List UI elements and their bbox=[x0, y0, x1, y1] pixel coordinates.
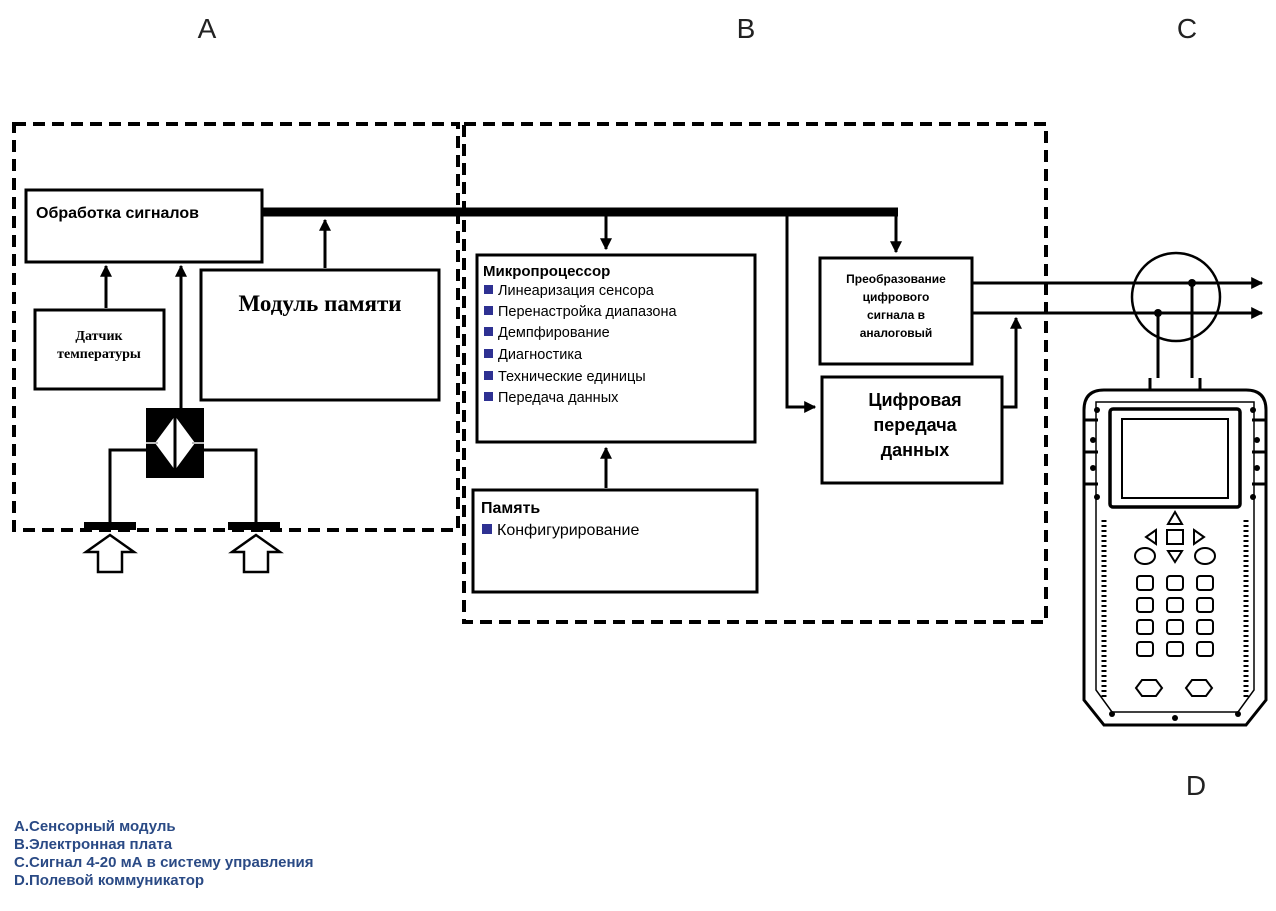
temperature-sensor-block bbox=[33, 308, 166, 391]
temperature-sensor-label-1: Датчик bbox=[75, 329, 123, 344]
signal-processing-label: Обработка сигналов bbox=[36, 205, 199, 222]
arrow-digital-comm-to-loop bbox=[1002, 316, 1022, 409]
digital-comm-label-line: данных bbox=[881, 440, 950, 460]
memory-item: Конфигурирование bbox=[497, 522, 639, 539]
capillary-right bbox=[204, 448, 258, 525]
legend-item-c: C.Сигнал 4-20 мА в систему управления bbox=[14, 854, 314, 871]
memory-module-label: Модуль памяти bbox=[238, 291, 401, 316]
legend-item-a: A.Сенсорный модуль bbox=[14, 818, 176, 835]
legend-item-b: B.Электронная плата bbox=[14, 836, 173, 853]
legend: A.Сенсорный модуль B.Электронная плата C… bbox=[14, 818, 314, 890]
memory-block bbox=[471, 488, 759, 594]
pressure-input-right-icon bbox=[228, 533, 284, 574]
microprocessor-block bbox=[475, 253, 757, 444]
microprocessor-item: Технические единицы bbox=[498, 369, 646, 385]
process-flange-right bbox=[228, 522, 280, 530]
dac-label-line: сигнала в bbox=[867, 308, 925, 322]
capillary-left bbox=[108, 448, 146, 525]
signal-processing-block bbox=[24, 188, 264, 264]
section-letter-b: B bbox=[737, 13, 756, 44]
microprocessor-item: Демпфирование bbox=[498, 325, 610, 341]
diagram-canvas: A B C D Обработка сигналов Датчик темпер… bbox=[12, 13, 1268, 801]
temperature-sensor-label-2: температуры bbox=[57, 347, 141, 362]
microprocessor-item: Линеаризация сенсора bbox=[498, 283, 655, 299]
connection-circle bbox=[1130, 251, 1222, 343]
microprocessor-title: Микропроцессор bbox=[483, 263, 610, 280]
dac-label-line: Преобразование bbox=[846, 272, 946, 286]
microprocessor-item: Диагностика bbox=[498, 347, 583, 363]
digital-comm-block bbox=[820, 375, 1004, 485]
digital-comm-label-line: Цифровая bbox=[868, 390, 961, 410]
section-letter-c: C bbox=[1177, 13, 1197, 44]
process-flange-left bbox=[84, 522, 136, 530]
microprocessor-item: Передача данных bbox=[498, 390, 619, 406]
arrow-bus-to-digital-comm bbox=[785, 212, 817, 413]
section-letter-a: A bbox=[198, 13, 217, 44]
electronics-board-boundary bbox=[462, 122, 1048, 624]
microprocessor-item: Перенастройка диапазона bbox=[498, 304, 677, 320]
dac-block bbox=[818, 256, 974, 366]
digital-comm-label-line: передача bbox=[873, 415, 957, 435]
memory-module-block bbox=[199, 268, 441, 402]
pressure-input-left-icon bbox=[82, 533, 138, 574]
dac-label-line: цифрового bbox=[863, 290, 930, 304]
legend-item-d: D.Полевой коммуникатор bbox=[14, 872, 205, 889]
memory-title: Память bbox=[481, 500, 540, 517]
dac-label-line: аналоговый bbox=[860, 326, 933, 340]
section-letter-d: D bbox=[1186, 770, 1206, 801]
field-communicator-icon bbox=[1082, 388, 1268, 727]
